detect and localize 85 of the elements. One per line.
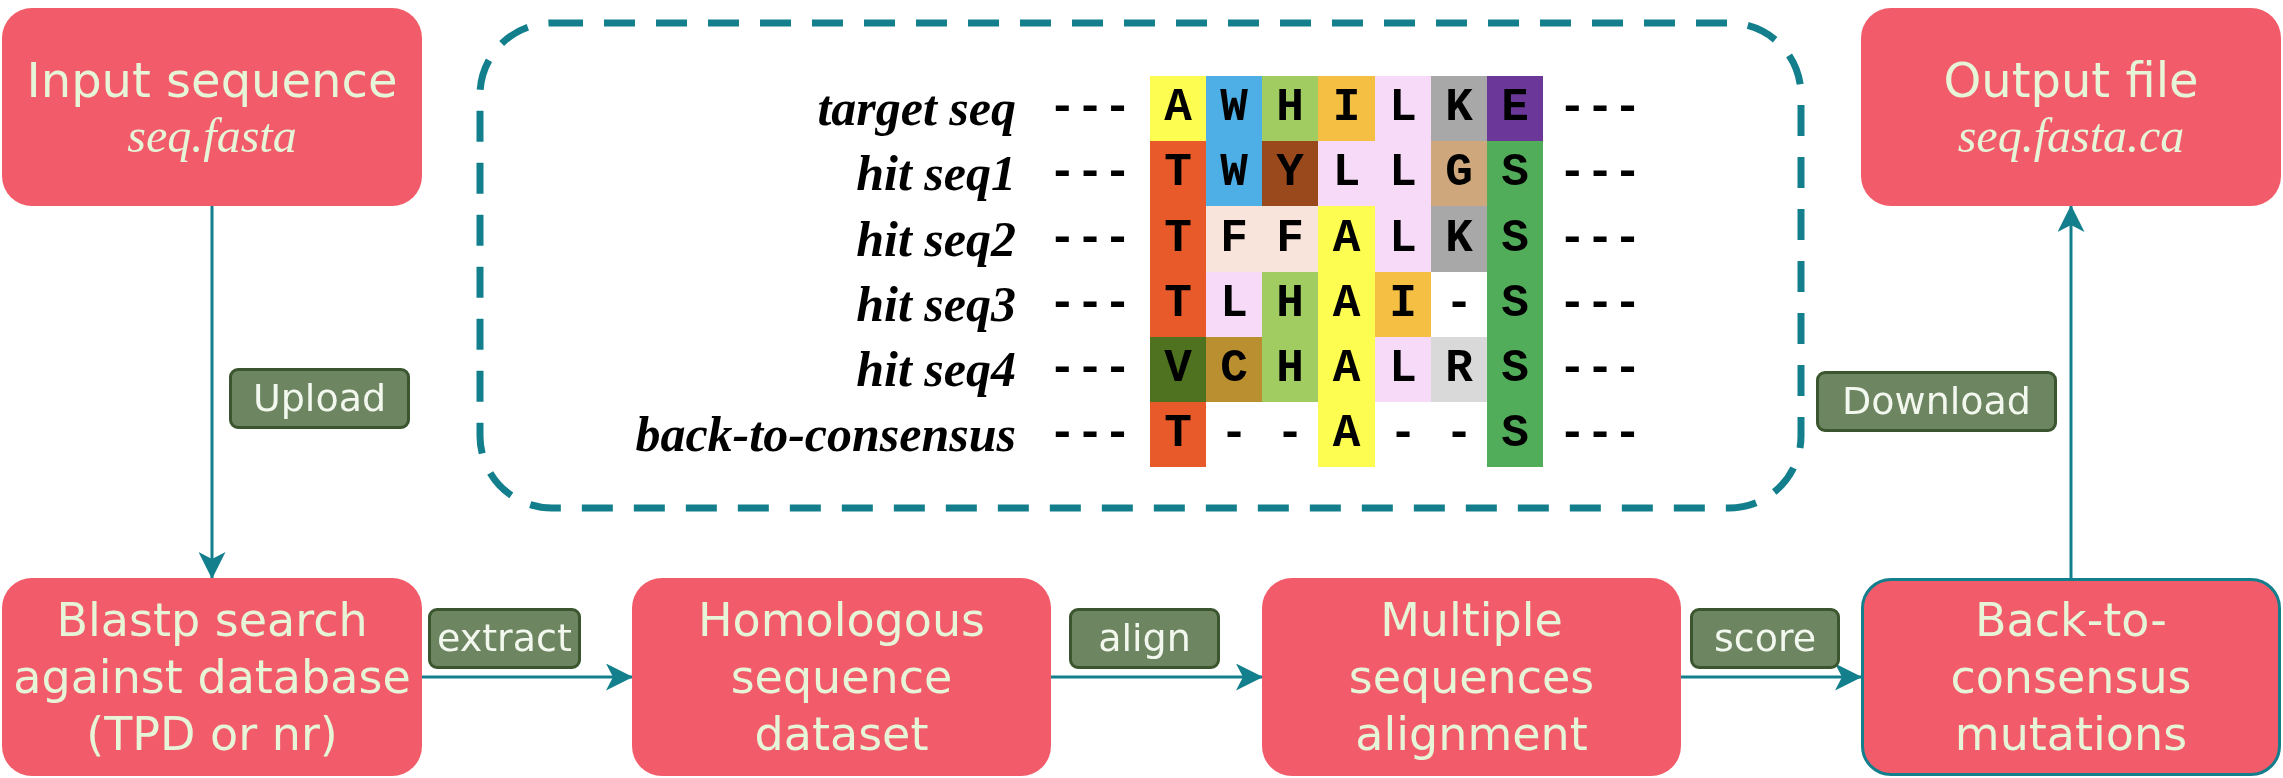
- file-name: seq.fasta.ca: [1957, 108, 2185, 163]
- residue-cell: T: [1150, 141, 1206, 206]
- gap-dashes: ---: [1558, 213, 1642, 265]
- gap-symbol: -: [1445, 279, 1473, 330]
- sequence-label: back-to-consensus: [635, 407, 1016, 462]
- residue-cell: I: [1375, 272, 1431, 337]
- residue-cell: A: [1318, 272, 1375, 337]
- edge-label: Download: [1816, 371, 2057, 432]
- gap-dashes: ---: [1048, 279, 1132, 330]
- gap-dashes: ---: [1048, 148, 1132, 199]
- residue-cell: S: [1487, 337, 1543, 402]
- gap-symbol: -: [1220, 409, 1248, 460]
- residue-cell: S: [1487, 402, 1543, 467]
- residue-cell: Y: [1262, 141, 1318, 206]
- arrow: [198, 206, 226, 579]
- residue-cell: A: [1318, 337, 1375, 402]
- step-title: Multiple sequences alignment: [1347, 591, 1596, 763]
- residue-cell: H: [1262, 337, 1318, 402]
- residue-cell: F: [1262, 206, 1318, 272]
- process-box: [1262, 578, 1681, 776]
- file-name: seq.fasta: [127, 108, 297, 163]
- sequence-label: target seq: [817, 81, 1016, 136]
- arrow: [1681, 663, 1862, 691]
- step-title: Input sequence: [26, 51, 398, 109]
- residue-cell: K: [1431, 206, 1487, 272]
- residue-cell: F: [1206, 206, 1262, 272]
- process-box: [2, 8, 422, 206]
- residue-cell: L: [1375, 206, 1431, 272]
- residue-cell: V: [1150, 337, 1206, 402]
- gap-dashes: ---: [1048, 344, 1132, 395]
- gap-symbol: -: [1389, 409, 1417, 460]
- residue-cell: R: [1431, 337, 1487, 402]
- step-title: Blastp search against database (TPD or nr): [12, 591, 412, 763]
- residue-cell: W: [1206, 76, 1262, 141]
- residue-cell: L: [1318, 141, 1375, 206]
- residue-cell: S: [1487, 272, 1543, 337]
- sequence-label: hit seq4: [856, 342, 1016, 397]
- sequence-label: hit seq2: [856, 211, 1016, 267]
- residue-cell: L: [1375, 76, 1431, 141]
- step-title: Back-to-consensus mutations: [1949, 591, 2193, 763]
- edge-label: align: [1069, 608, 1220, 669]
- residue-cell: L: [1375, 337, 1431, 402]
- edge-label: score: [1690, 608, 1840, 669]
- gap-dashes: ---: [1048, 83, 1132, 134]
- residue-cell: W: [1206, 141, 1262, 206]
- residue-cell: T: [1150, 206, 1206, 272]
- arrow: [1051, 663, 1263, 691]
- edge-label: extract: [428, 608, 581, 669]
- residue-cell: K: [1431, 76, 1487, 141]
- step-title: Homologous sequence dataset: [696, 591, 987, 763]
- residue-cell: L: [1206, 272, 1262, 337]
- residue-cell: H: [1262, 76, 1318, 141]
- sequence-label: hit seq3: [856, 277, 1016, 332]
- residue-cell: T: [1150, 402, 1206, 467]
- process-box: [2, 578, 422, 776]
- arrow: [2057, 205, 2085, 578]
- residue-cell: C: [1206, 337, 1262, 402]
- residue-cell: S: [1487, 206, 1543, 272]
- residue-cell: G: [1431, 141, 1487, 206]
- residue-cell: A: [1150, 76, 1206, 141]
- gap-dashes: ---: [1558, 83, 1642, 134]
- residue-cell: E: [1487, 76, 1543, 141]
- edge-label: Upload: [229, 368, 410, 429]
- gap-dashes: ---: [1558, 148, 1642, 199]
- gap-dashes: ---: [1558, 279, 1642, 330]
- arrow: [422, 663, 633, 691]
- gap-dashes: ---: [1558, 409, 1642, 460]
- gap-dashes: ---: [1048, 213, 1132, 265]
- residue-cell: T: [1150, 272, 1206, 337]
- residue-cell: L: [1375, 141, 1431, 206]
- gap-symbol: -: [1445, 409, 1473, 460]
- sequence-label: hit seq1: [856, 146, 1016, 201]
- residue-cell: H: [1262, 272, 1318, 337]
- residue-cell: A: [1318, 402, 1375, 467]
- residue-cell: A: [1318, 206, 1375, 272]
- step-title: Output file: [1943, 51, 2199, 109]
- alignment-panel: [476, 19, 1805, 512]
- gap-dashes: ---: [1048, 409, 1132, 460]
- process-box: [1861, 8, 2281, 206]
- process-box: [632, 578, 1051, 776]
- gap-dashes: ---: [1558, 344, 1642, 395]
- residue-cell: S: [1487, 141, 1543, 206]
- gap-symbol: -: [1276, 409, 1304, 460]
- residue-cell: I: [1318, 76, 1375, 141]
- process-box: [1861, 578, 2281, 776]
